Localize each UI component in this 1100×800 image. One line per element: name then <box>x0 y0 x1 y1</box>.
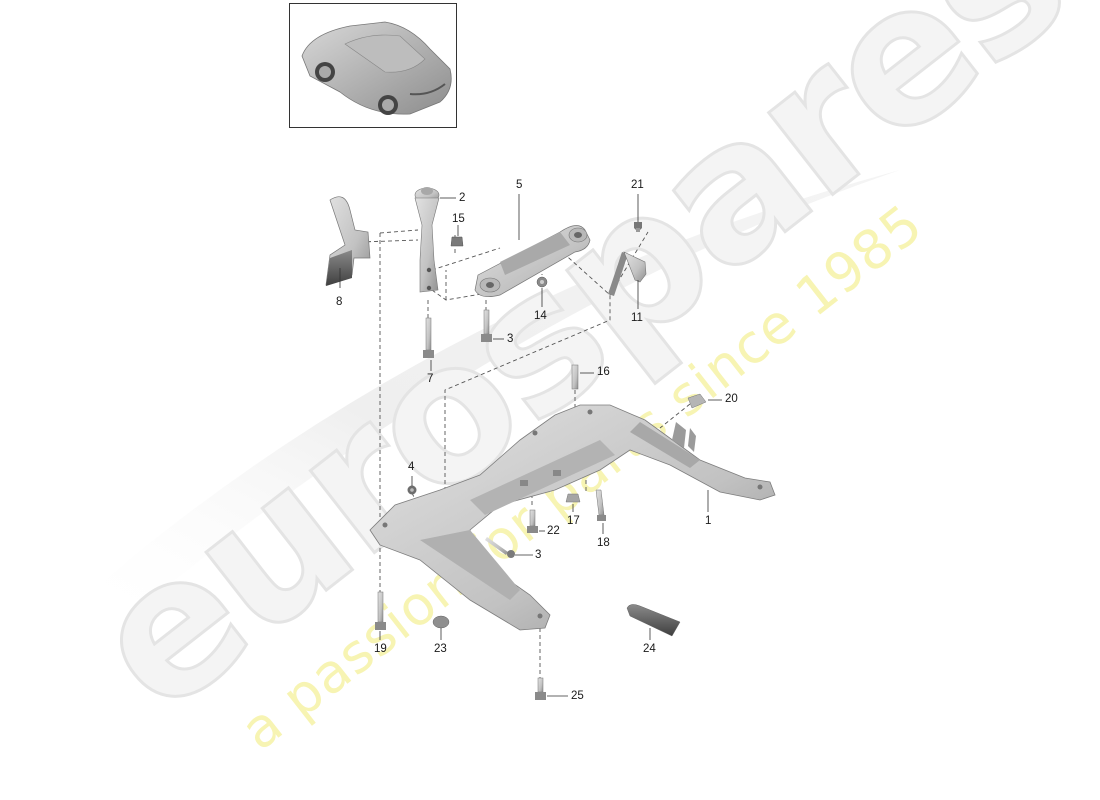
callout-19[interactable]: 19 <box>374 643 387 655</box>
callout-17[interactable]: 17 <box>567 515 580 527</box>
callout-18[interactable]: 18 <box>597 537 610 549</box>
part-23-plug[interactable] <box>432 615 450 629</box>
part-1-subframe[interactable] <box>369 404 776 631</box>
callout-22[interactable]: 22 <box>547 525 560 537</box>
callout-14[interactable]: 14 <box>534 310 547 322</box>
part-24-cover[interactable] <box>626 604 681 637</box>
watermark-swoosh <box>70 170 900 610</box>
callout-11[interactable]: 11 <box>631 312 643 324</box>
part-19-bolt[interactable] <box>375 591 386 630</box>
callout-24[interactable]: 24 <box>643 643 656 655</box>
part-22-bolt[interactable] <box>527 509 538 533</box>
part-15-nut[interactable] <box>450 236 464 247</box>
callout-1[interactable]: 1 <box>705 515 712 527</box>
callout-3-lower[interactable]: 3 <box>535 549 542 561</box>
part-8-bracket[interactable] <box>325 196 371 286</box>
part-2-strut-mount[interactable] <box>414 187 440 293</box>
callout-16[interactable]: 16 <box>597 366 610 378</box>
part-25-bolt[interactable] <box>535 677 546 700</box>
callout-4[interactable]: 4 <box>408 461 415 473</box>
callout-21[interactable]: 21 <box>631 179 644 191</box>
part-21-bolt[interactable] <box>634 222 642 232</box>
part-3-bolt-lower[interactable] <box>485 537 515 558</box>
part-14-nut[interactable] <box>536 276 548 288</box>
part-11-link[interactable] <box>608 251 647 296</box>
part-20-clip[interactable] <box>687 393 707 409</box>
callout-15[interactable]: 15 <box>452 213 465 225</box>
vehicle-thumbnail <box>289 3 457 128</box>
callout-25[interactable]: 25 <box>571 690 584 702</box>
part-5-control-arm[interactable] <box>474 225 591 297</box>
car-overview-icon <box>301 21 452 115</box>
callout-5[interactable]: 5 <box>516 179 523 191</box>
part-18-bolt[interactable] <box>595 489 606 521</box>
part-17-grommet[interactable] <box>565 493 581 503</box>
part-7-bolt[interactable] <box>423 317 434 358</box>
leader-lines <box>339 194 722 697</box>
callout-2[interactable]: 2 <box>459 192 466 204</box>
part-4-nut[interactable] <box>407 485 417 495</box>
callout-7[interactable]: 7 <box>427 373 434 385</box>
callout-20[interactable]: 20 <box>725 393 738 405</box>
part-16-stud[interactable] <box>571 364 579 390</box>
callout-23[interactable]: 23 <box>434 643 447 655</box>
part-3-bolt-upper[interactable] <box>481 309 492 342</box>
callout-8[interactable]: 8 <box>336 296 343 308</box>
callout-3-upper[interactable]: 3 <box>507 333 514 345</box>
